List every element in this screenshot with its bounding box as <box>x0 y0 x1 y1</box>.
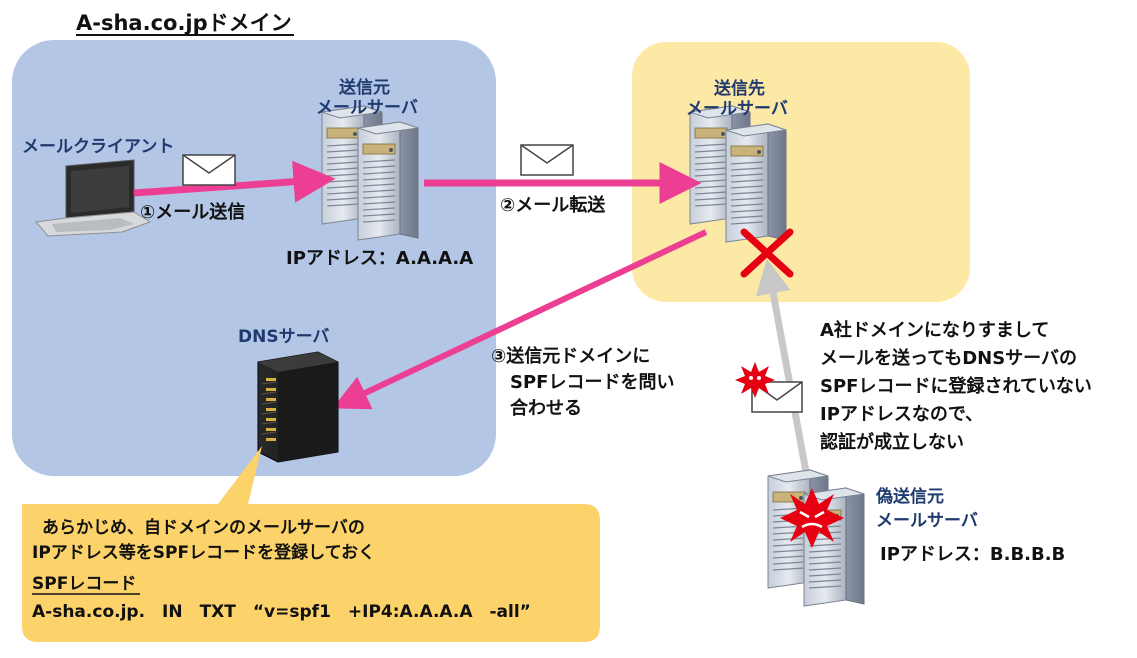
virus-icon <box>735 362 775 398</box>
callout-line-2: IPアドレス等をSPFレコードを登録しておく <box>32 542 375 563</box>
sender-server-icon <box>321 105 419 241</box>
spoof-note-2: メールを送ってもDNSサーバの <box>820 347 1077 369</box>
rack-server-icon <box>257 351 339 463</box>
recipient-server-label-2: メールサーバ <box>686 99 788 119</box>
step3-label-2: SPFレコードを問い <box>510 372 674 393</box>
step1-arrow <box>133 160 336 203</box>
recipient-box <box>632 42 970 302</box>
recipient-server-icon <box>689 105 787 243</box>
envelope-icon <box>520 144 574 176</box>
fake-server-label-2: メールサーバ <box>876 511 978 531</box>
recipient-server-label-1: 送信先 <box>714 78 765 99</box>
fake-server-label-1: 偽送信元 <box>875 486 944 507</box>
sender-server-label-2: メールサーバ <box>316 98 418 118</box>
fake-ip-label: IPアドレス：B.B.B.B <box>880 544 1065 565</box>
spoof-note-1: A社ドメインになりすまして <box>820 319 1049 341</box>
spf-record: A-sha.co.jp. IN TXT “v=spf1 +IP4:A.A.A.A… <box>32 602 531 622</box>
step2-label: ②メール転送 <box>500 194 606 216</box>
domain-label: A-sha.co.jpドメイン <box>76 11 292 35</box>
callout-heading: SPFレコード <box>32 574 136 594</box>
callout-box <box>22 446 600 642</box>
step3-label-1: ③送信元ドメインに <box>491 345 650 367</box>
cross-icon <box>740 228 794 278</box>
virus-icon <box>780 488 844 548</box>
spoof-note-5: 認証が成立しない <box>820 431 964 453</box>
mail-client-label: メールクライアント <box>22 137 174 157</box>
spoof-arrow <box>755 258 810 473</box>
step3-label-3: 合わせる <box>510 397 582 419</box>
envelope-icon <box>182 154 236 186</box>
sender-ip-label: IPアドレス：A.A.A.A <box>286 248 473 269</box>
laptop-icon <box>35 159 152 237</box>
step3-arrow <box>332 229 708 410</box>
sender-server-label-1: 送信元 <box>339 77 390 98</box>
dns-server-label: DNSサーバ <box>238 327 329 347</box>
spoof-note-3: SPFレコードに登録されていない <box>820 375 1092 397</box>
step1-label: ①メール送信 <box>140 201 245 223</box>
spoof-note-4: IPアドレスなので、 <box>820 404 983 425</box>
callout-line-1: あらかじめ、自ドメインのメールサーバの <box>42 517 365 538</box>
